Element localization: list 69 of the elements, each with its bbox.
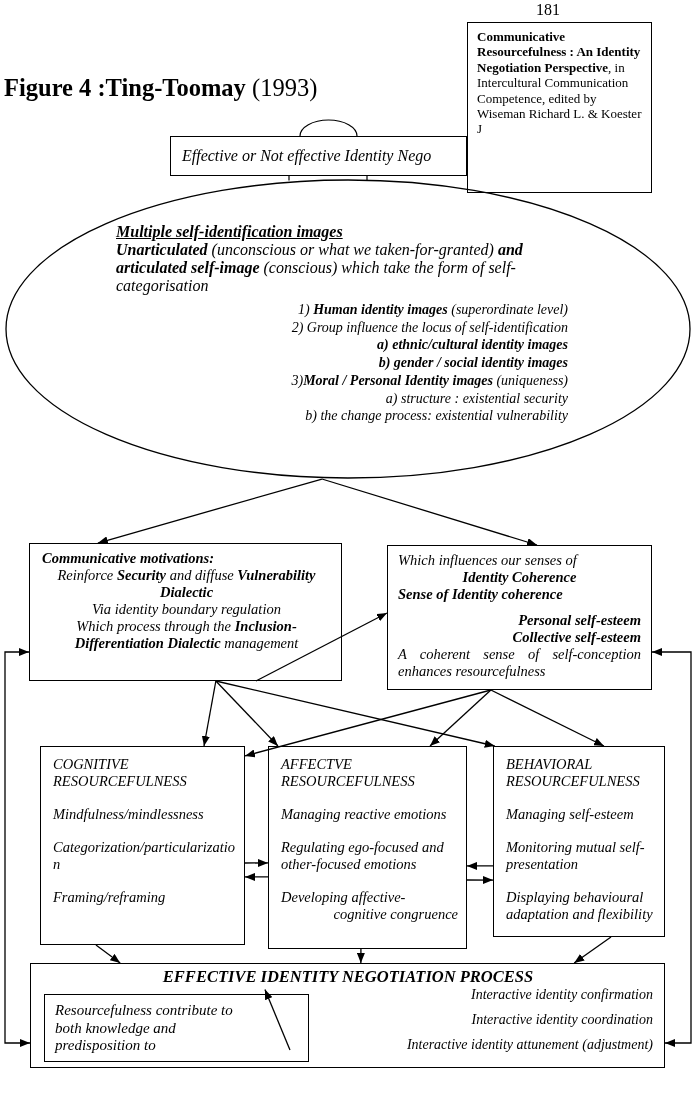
list-item: b) gender / social identity images [378, 354, 568, 372]
list-item: 1) Human identity images (superordinate level) [298, 301, 568, 319]
arrow [244, 858, 269, 867]
arrow [215, 680, 279, 747]
box-text: A coherent sense of self-conception enhances resourcefulness [398, 646, 641, 680]
text-box [493, 746, 665, 937]
box-text: Interactive identity coordination [471, 1012, 653, 1028]
ellipse-text: Unarticulated (unconscious or what we taken-for-granted) and articulated self-image (conscious) which take the form of self-categorisation [116, 241, 524, 295]
box-text: Identity Coherence [462, 569, 577, 586]
text-box [387, 545, 652, 690]
arrow [264, 988, 291, 1051]
box-text: Personal self-esteem [518, 612, 641, 629]
arrow [201, 680, 217, 747]
box-heading: Communicative motivations: [42, 550, 214, 567]
box-text: Regulating ego-focused and other-focused emotions [281, 839, 445, 873]
arrow [244, 689, 492, 758]
box-text: Via identity boundary regulation [92, 601, 281, 618]
label-box [170, 136, 467, 176]
box-text: Sense of Identity coherence [398, 586, 563, 603]
list-item: 3)Moral / Personal Identity images (uniqueness) [291, 371, 568, 390]
citation-box [467, 22, 652, 193]
list-item: b) the change process: existential vulnerability [305, 407, 568, 425]
ellipse [5, 179, 691, 479]
box-text: Interactive identity attunement (adjustment) [406, 1037, 653, 1053]
list-item: a) ethnic/cultural identity images [377, 336, 568, 355]
box-text: Reinforce Security and diffuse Vulnerability Dialectic [56, 567, 317, 601]
box-text: Mindfulness/mindlessness [53, 806, 204, 823]
arrow [466, 876, 494, 885]
arrow [466, 861, 494, 870]
arrow [356, 948, 365, 964]
list-item: a) structure : existential security [385, 389, 568, 408]
note-box [44, 994, 309, 1062]
box-text: Collective self-esteem [512, 629, 641, 646]
box-heading: AFFECTVE RESOURCEFULNESS [281, 756, 416, 790]
arrow [255, 612, 388, 682]
arrow [573, 936, 612, 964]
box-text: Developing affective-cognitive congruence [281, 889, 458, 923]
arrow [97, 478, 323, 545]
list-item: 2) Group influence the locus of self-identification [291, 318, 568, 337]
double-arrow [651, 648, 692, 1047]
box-heading: COGNITIVE RESOURCEFULNESS [53, 756, 188, 790]
box-heading: EFFECTIVE IDENTITY NEGOTIATION PROCESS [162, 967, 534, 987]
box-text: Resourcefulness contribute to both knowledge and predisposition to [55, 1002, 234, 1055]
box-text: Framing/reframing [53, 889, 166, 906]
double-arrow [4, 648, 31, 1047]
box-text: Monitoring mutual self-presentation [506, 839, 646, 873]
process-box [30, 963, 665, 1068]
page-number: 181 [536, 1, 560, 19]
box-text: Managing reactive emotions [281, 806, 447, 823]
box-text: Managing self-esteem [506, 806, 634, 823]
box-text: Effective or Not effective Identity Nego [182, 147, 432, 165]
arrow [429, 689, 492, 747]
arrow [244, 872, 269, 881]
box-text: Which process through the Inclusion-Differentiation Dialectic management [73, 618, 300, 652]
citation-text: Communicative Resourcefulness : An Identity Negotiation Perspective, in Intercultural Communication Competence, edited by Wiseman Richard L. & Koester J [477, 29, 643, 137]
box-heading: BEHAVIORAL RESOURCEFULNESS [506, 756, 641, 790]
text-box [40, 746, 245, 945]
arrow [215, 680, 496, 748]
arrow [95, 944, 121, 964]
box-text: Categorization/particularization [53, 839, 236, 873]
box-text: Interactive identity confirmation [471, 987, 653, 1003]
box-text: Which influences our senses of [398, 552, 577, 569]
box-text: Displaying behavioural adaptation and flexibility [506, 889, 654, 923]
text-box [268, 746, 467, 949]
arrow [490, 689, 605, 747]
figure-title: Figure 4 :Ting-Toomay (1993) [4, 74, 318, 102]
text-box [29, 543, 342, 681]
ellipse-heading: Multiple self-identification images [116, 223, 343, 241]
arrow [321, 478, 538, 546]
